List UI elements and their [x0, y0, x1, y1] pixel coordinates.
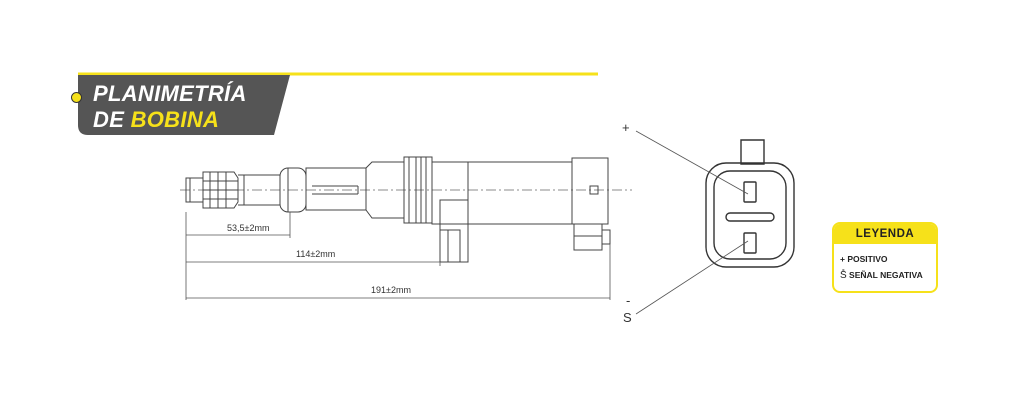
- dimension-label-53: 53,5±2mm: [227, 223, 269, 233]
- legend-title: LEYENDA: [834, 224, 936, 244]
- title-dot: [71, 92, 82, 103]
- legend-item-positive: + POSITIVO: [840, 254, 888, 264]
- legend-item-negative: - S SEÑAL NEGATIVA: [840, 265, 936, 281]
- title-line-2: DE BOBINA: [93, 108, 219, 132]
- title-highlight: BOBINA: [130, 107, 220, 132]
- coil-side-view: [180, 156, 632, 263]
- title-banner: [78, 75, 290, 135]
- legend-negative-symbol: S: [840, 270, 847, 281]
- title-line-1: PLANIMETRÍA: [93, 81, 247, 106]
- signal-symbol: S: [623, 310, 632, 325]
- legend-negative-label: SEÑAL NEGATIVA: [849, 270, 923, 280]
- connector-front-view: [705, 139, 795, 268]
- dimension-label-191: 191±2mm: [371, 285, 411, 295]
- minus-bar: -: [626, 293, 630, 308]
- legend-box: LEYENDA + POSITIVO - S SEÑAL NEGATIVA: [832, 222, 938, 293]
- dimension-label-114: 114±2mm: [296, 249, 335, 259]
- plus-symbol: +: [622, 120, 630, 135]
- dimension-lines: [185, 212, 611, 300]
- title-prefix: DE: [93, 107, 131, 132]
- leader-lines: [635, 130, 749, 315]
- legend-negative-bar: -: [842, 265, 845, 274]
